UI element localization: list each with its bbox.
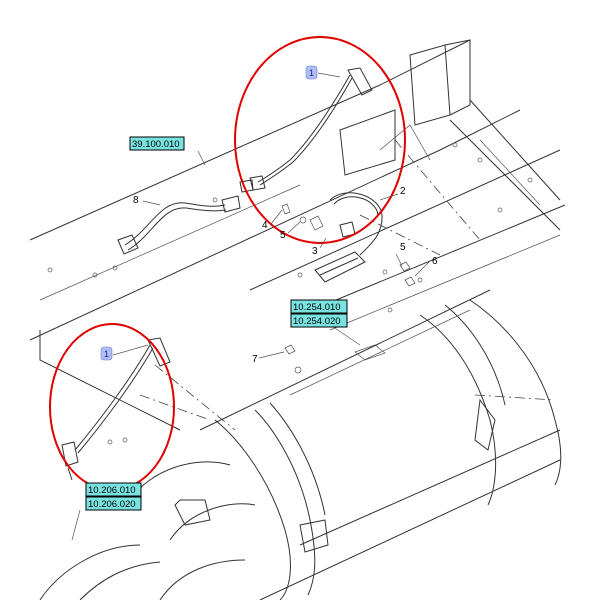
callout-5-left: 5 <box>280 230 286 241</box>
callout-5-right: 5 <box>400 242 406 253</box>
ref-low-1-label: 10.206.010 <box>88 485 136 496</box>
ref-low-2-label: 10.206.020 <box>88 499 136 510</box>
badge-low-label: 1 <box>104 349 109 359</box>
callout-6: 6 <box>432 256 438 267</box>
ref-mid-1-label: 10.254.010 <box>293 302 341 313</box>
callout-8: 8 <box>133 195 139 206</box>
machine-frame <box>29 39 566 431</box>
callout-4: 4 <box>262 220 268 231</box>
ref-box-top[interactable]: 39.100.010 <box>129 136 185 151</box>
callout-7: 7 <box>252 354 258 365</box>
badge-top[interactable]: 1 <box>305 65 318 80</box>
sensor-harness-low <box>61 337 171 481</box>
wire-harness-8 <box>117 195 241 255</box>
badge-low[interactable]: 1 <box>100 346 113 361</box>
ref-box-mid-1[interactable]: 10.254.010 <box>290 299 348 314</box>
ref-mid-2-label: 10.254.020 <box>293 316 341 327</box>
ref-box-low-1[interactable]: 10.206.010 <box>85 482 142 497</box>
ref-box-mid-2[interactable]: 10.254.020 <box>290 313 348 328</box>
hardware-marks <box>47 142 533 445</box>
harness-module-2 <box>314 192 383 283</box>
badge-top-label: 1 <box>309 68 314 78</box>
callout-3: 3 <box>312 246 318 257</box>
ref-top-label: 39.100.010 <box>132 139 180 150</box>
highlight-circle-top <box>234 36 406 244</box>
leader-lines <box>71 72 431 541</box>
centre-lines <box>139 139 556 431</box>
cylinder-housing <box>39 289 562 600</box>
ref-box-low-2[interactable]: 10.206.020 <box>85 496 142 511</box>
sensor-harness-top <box>239 67 373 193</box>
callout-2: 2 <box>400 186 406 197</box>
